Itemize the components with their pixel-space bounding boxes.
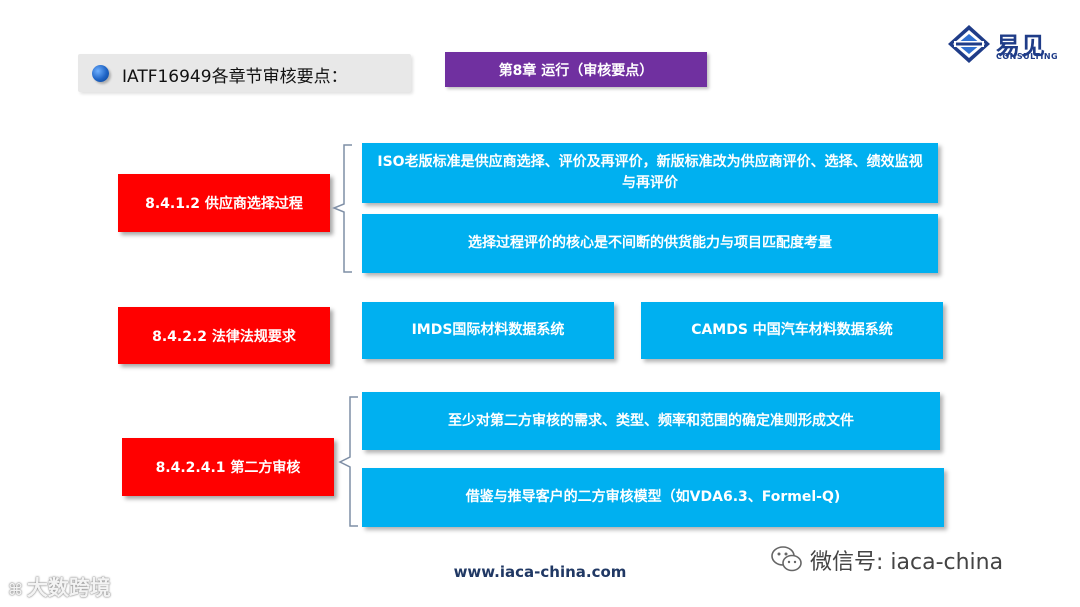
section-label-second-party-audit: 8.4.2.4.1 第二方审核	[122, 438, 334, 496]
logo-name: 易见	[996, 32, 1046, 60]
wechat-id: 微信号: iaca-china	[810, 550, 1004, 575]
content-box: IMDS国际材料数据系统	[362, 302, 614, 359]
brace-icon	[331, 144, 352, 273]
section-label-legal-requirements: 8.4.2.2 法律法规要求	[118, 307, 330, 364]
bullet-dot-icon	[92, 65, 109, 82]
wechat-icon	[771, 546, 802, 572]
watermark: ⌘大数跨境	[8, 572, 111, 602]
content-box: 借鉴与推导客户的二方审核模型（如VDA6.3、Formel-Q)	[362, 468, 944, 527]
watermark-text: 大数跨境	[26, 576, 111, 600]
consulting-logo-icon	[948, 25, 990, 63]
brace-icon	[338, 396, 358, 527]
content-box: 至少对第二方审核的需求、类型、频率和范围的确定准则形成文件	[362, 392, 940, 450]
logo-subtitle: CONSULTING	[996, 52, 1059, 61]
content-box: 选择过程评价的核心是不间断的供货能力与项目匹配度考量	[362, 214, 938, 273]
section-label-supplier-selection: 8.4.1.2 供应商选择过程	[118, 174, 330, 232]
content-box: ISO老版标准是供应商选择、评价及再评价，新版标准改为供应商评价、选择、绩效监视…	[362, 143, 938, 203]
header-title-tag: IATF16949各章节审核要点：	[78, 54, 411, 92]
content-box: CAMDS 中国汽车材料数据系统	[641, 302, 943, 359]
website-url[interactable]: www.iaca-china.com	[453, 563, 627, 581]
watermark-logo-icon: ⌘	[8, 580, 23, 599]
header-title: IATF16949各章节审核要点：	[122, 67, 348, 87]
chapter-title: 第8章 运行（审核要点）	[445, 52, 707, 87]
